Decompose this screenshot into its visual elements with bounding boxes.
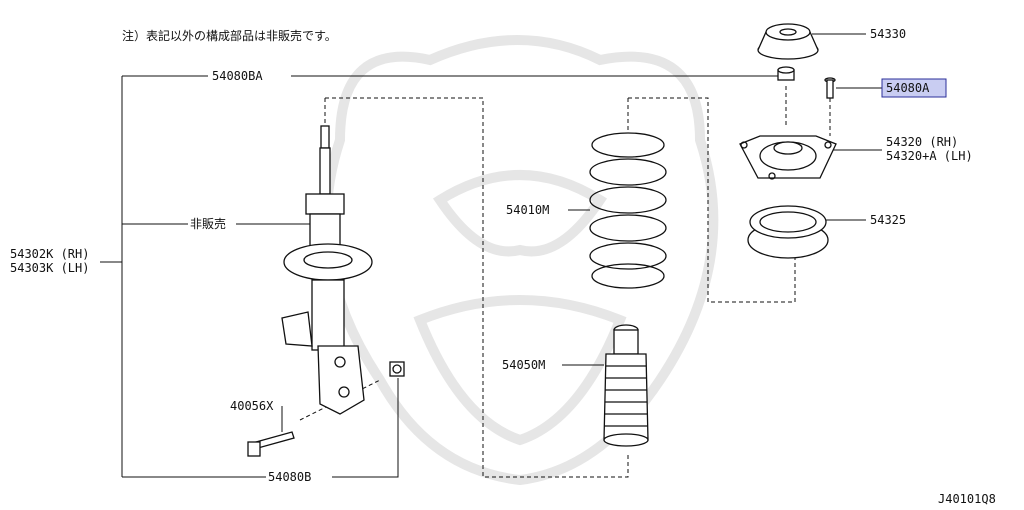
- part-54080A-bolt: [824, 77, 836, 99]
- part-54325-seat: [747, 205, 829, 259]
- label-54302K-rh: 54302K (RH): [10, 247, 89, 261]
- label-40056X: 40056X: [230, 399, 274, 413]
- part-54330-cap: [757, 23, 819, 60]
- part-40056X-bolt: [247, 431, 295, 457]
- leader-lines: [100, 33, 882, 478]
- label-54080BA: 54080BA: [212, 69, 263, 83]
- label-54080B: 54080B: [268, 470, 311, 484]
- watermark-emblem: [321, 35, 719, 486]
- label-54325: 54325: [870, 213, 906, 227]
- label-54080A[interactable]: 54080A: [886, 81, 930, 95]
- label-54050M: 54050M: [502, 358, 545, 372]
- part-54320-mount: [739, 135, 837, 180]
- label-not-sold: 非販売: [190, 216, 226, 231]
- part-strut-assembly: [281, 125, 373, 415]
- label-54303K-lh: 54303K (LH): [10, 261, 89, 275]
- label-54330: 54330: [870, 27, 906, 41]
- part-54050M-boot: [603, 324, 649, 447]
- note-text: 注）表記以外の構成部品は非販売です。: [122, 28, 337, 43]
- part-54080BA-nut: [777, 66, 795, 81]
- part-54010M-spring: [589, 132, 667, 289]
- drawing-code: J40101Q8: [938, 492, 996, 506]
- label-54320-lh: 54320+A (LH): [886, 149, 973, 163]
- highlight-54080A: [881, 78, 947, 98]
- label-54010M: 54010M: [506, 203, 549, 217]
- part-54080B-nut: [389, 361, 405, 377]
- label-54320-rh: 54320 (RH): [886, 135, 958, 149]
